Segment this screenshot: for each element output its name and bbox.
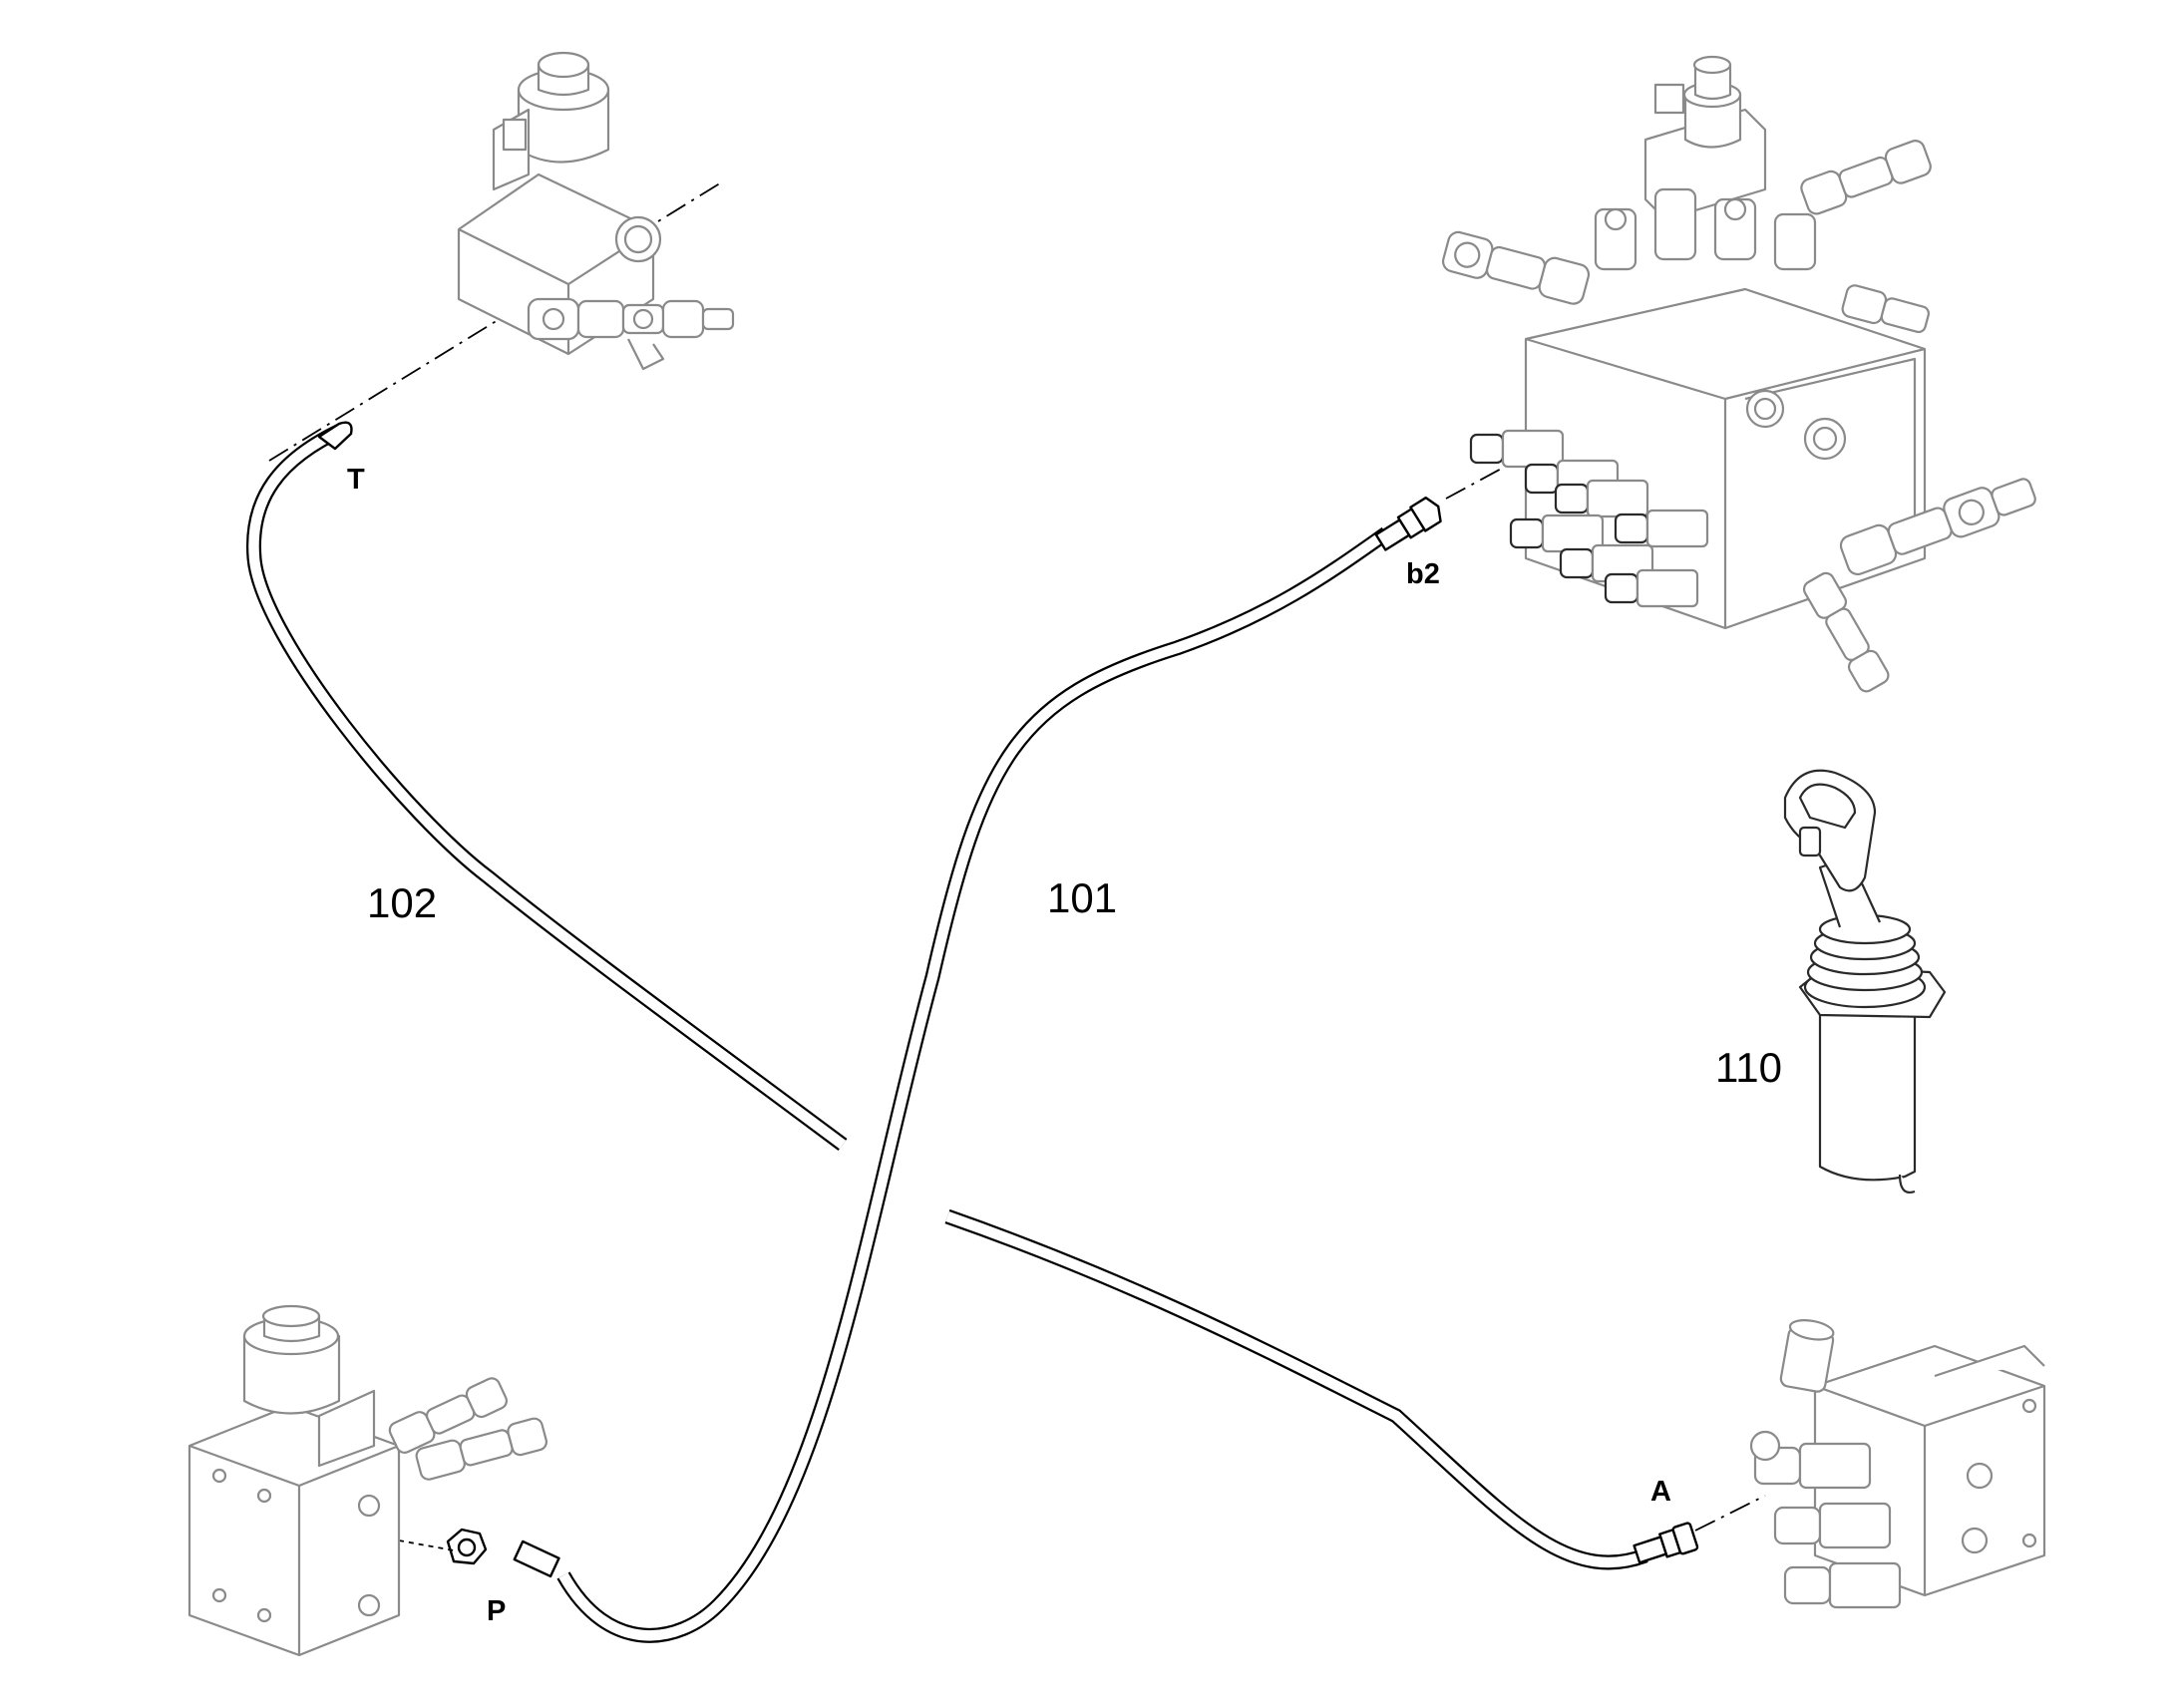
leader-p-port	[398, 1539, 455, 1551]
hose-102	[245, 421, 1699, 1570]
joystick	[1783, 769, 1947, 1194]
solenoid-valve-top	[457, 51, 735, 371]
callout-101: 101	[1047, 874, 1117, 921]
port-label-a: A	[1650, 1476, 1671, 1508]
callout-102: 102	[367, 879, 437, 926]
port-label-p: P	[487, 1595, 506, 1627]
hose-101	[446, 496, 1442, 1643]
port-label-b2: b2	[1406, 558, 1440, 590]
valve-bottom-left	[187, 1304, 548, 1657]
port-label-t: T	[347, 464, 365, 496]
valve-bottom-right	[1749, 1319, 2046, 1609]
main-control-valve-block	[1441, 55, 2036, 693]
centerline-a-port	[1694, 1495, 1766, 1532]
callout-110: 110	[1715, 1044, 1782, 1091]
